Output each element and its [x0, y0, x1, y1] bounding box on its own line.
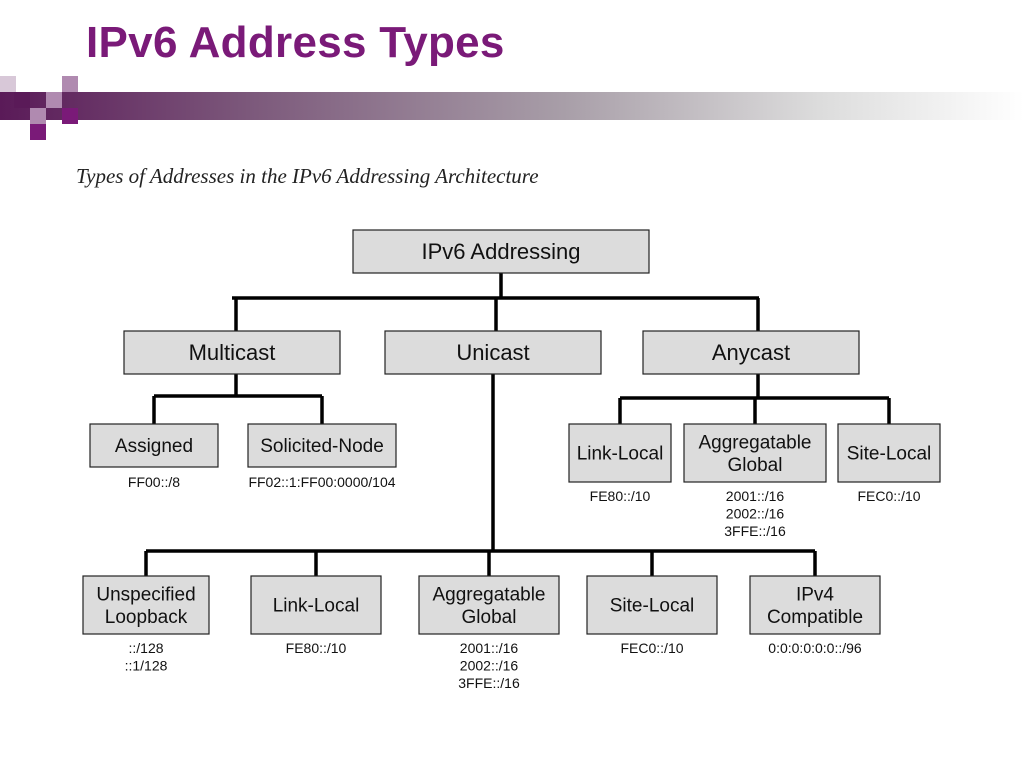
- address-prefix: FF02::1:FF00:0000/104: [248, 474, 395, 490]
- node-label: Link-Local: [577, 444, 664, 465]
- node-label: Link-Local: [273, 596, 360, 617]
- address-prefix: 2002::/16: [726, 506, 785, 522]
- node-multicast: Multicast: [123, 330, 341, 375]
- address-prefix: 3FFE::/16: [724, 523, 786, 539]
- node-label: Site-Local: [847, 444, 932, 465]
- address-prefix: 3FFE::/16: [458, 675, 520, 691]
- node-label: Site-Local: [610, 596, 695, 617]
- node-label: Assigned: [115, 436, 193, 457]
- node-label: IPv6 Addressing: [422, 239, 581, 264]
- address-prefix: FE80::/10: [590, 488, 651, 504]
- address-prefix: FEC0::/10: [857, 488, 920, 504]
- address-prefix: 0:0:0:0:0:0::/96: [768, 640, 862, 656]
- address-prefix: FF00::/8: [128, 474, 180, 490]
- node-anycast: Anycast: [642, 330, 860, 375]
- node-label: Anycast: [712, 340, 790, 365]
- address-prefix: 2001::/16: [460, 640, 519, 656]
- address-prefix: FEC0::/10: [620, 640, 683, 656]
- node-label: Multicast: [189, 340, 276, 365]
- node-multicast-solicited-node: Solicited-Node: [247, 423, 397, 468]
- node-unicast-link-local: Link-Local: [250, 575, 382, 635]
- node-label: Compatible: [767, 607, 863, 628]
- node-multicast-assigned: Assigned: [89, 423, 219, 468]
- node-label: Global: [728, 455, 783, 476]
- node-label: IPv4: [796, 584, 834, 605]
- node-unicast-site-local: Site-Local: [586, 575, 718, 635]
- node-anycast-site-local: Site-Local: [837, 423, 941, 483]
- node-label: Loopback: [105, 607, 188, 628]
- header-bar: [0, 92, 1024, 120]
- node-label: Unspecified: [96, 584, 195, 605]
- address-prefix: FE80::/10: [286, 640, 347, 656]
- address-prefix: ::/128: [128, 640, 163, 656]
- node-label: Aggregatable: [698, 432, 811, 453]
- node-label: Global: [462, 607, 517, 628]
- diagram-caption: Types of Addresses in the IPv6 Addressin…: [76, 164, 539, 188]
- slide-title: IPv6 Address Types: [86, 18, 505, 67]
- address-prefix: ::1/128: [125, 658, 168, 674]
- node-label: Solicited-Node: [260, 436, 384, 457]
- node-label: Aggregatable: [432, 584, 545, 605]
- node-unicast: Unicast: [384, 330, 602, 375]
- node-label: Unicast: [456, 340, 529, 365]
- node-anycast-link-local: Link-Local: [568, 423, 672, 483]
- address-prefix: 2001::/16: [726, 488, 785, 504]
- node-ipv6-addressing: IPv6 Addressing: [352, 229, 650, 274]
- address-prefix: 2002::/16: [460, 658, 519, 674]
